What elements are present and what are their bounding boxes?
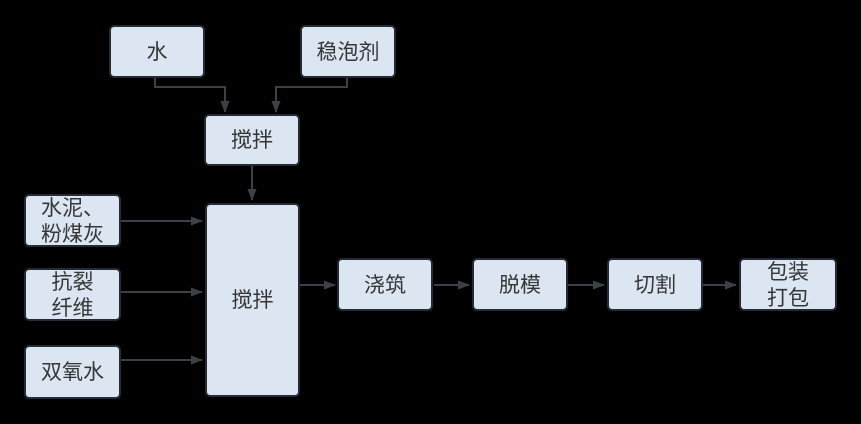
arrow-water-to-premix <box>154 78 230 113</box>
node-cement-flyash-line1: 水泥、 <box>41 195 104 220</box>
node-cutting-label: 切割 <box>634 272 676 297</box>
node-premix-label: 搅拌 <box>231 128 273 152</box>
node-packing-line1: 包装 <box>767 259 809 284</box>
node-premix: 搅拌 <box>204 114 300 166</box>
node-foam-stabilizer: 稳泡剂 <box>300 25 396 78</box>
node-main-mix-label: 搅拌 <box>231 288 274 312</box>
node-main-mix: 搅拌 <box>205 203 300 397</box>
node-demolding-label: 脱模 <box>499 272 541 297</box>
node-demolding: 脱模 <box>472 258 568 311</box>
node-pouring-label: 浇筑 <box>364 272 406 297</box>
node-hydrogen-peroxide-label: 双氧水 <box>41 360 104 384</box>
node-crack-fiber-line1: 抗裂 <box>51 269 94 294</box>
node-water: 水 <box>109 25 205 78</box>
node-hydrogen-peroxide: 双氧水 <box>24 345 121 399</box>
node-packing-line2: 打包 <box>767 285 809 310</box>
node-packing: 包装 打包 <box>739 258 837 311</box>
node-crack-fiber: 抗裂 纤维 <box>24 268 121 321</box>
node-cement-flyash-line2: 粉煤灰 <box>41 221 104 246</box>
node-crack-fiber-line2: 纤维 <box>51 295 94 320</box>
node-cement-flyash: 水泥、 粉煤灰 <box>24 194 121 247</box>
node-foam-stabilizer-label: 稳泡剂 <box>316 39 380 64</box>
node-water-label: 水 <box>146 39 168 64</box>
node-pouring: 浇筑 <box>337 258 433 311</box>
arrow-stabilizer-to-premix <box>271 78 348 113</box>
node-cutting: 切割 <box>607 258 703 311</box>
